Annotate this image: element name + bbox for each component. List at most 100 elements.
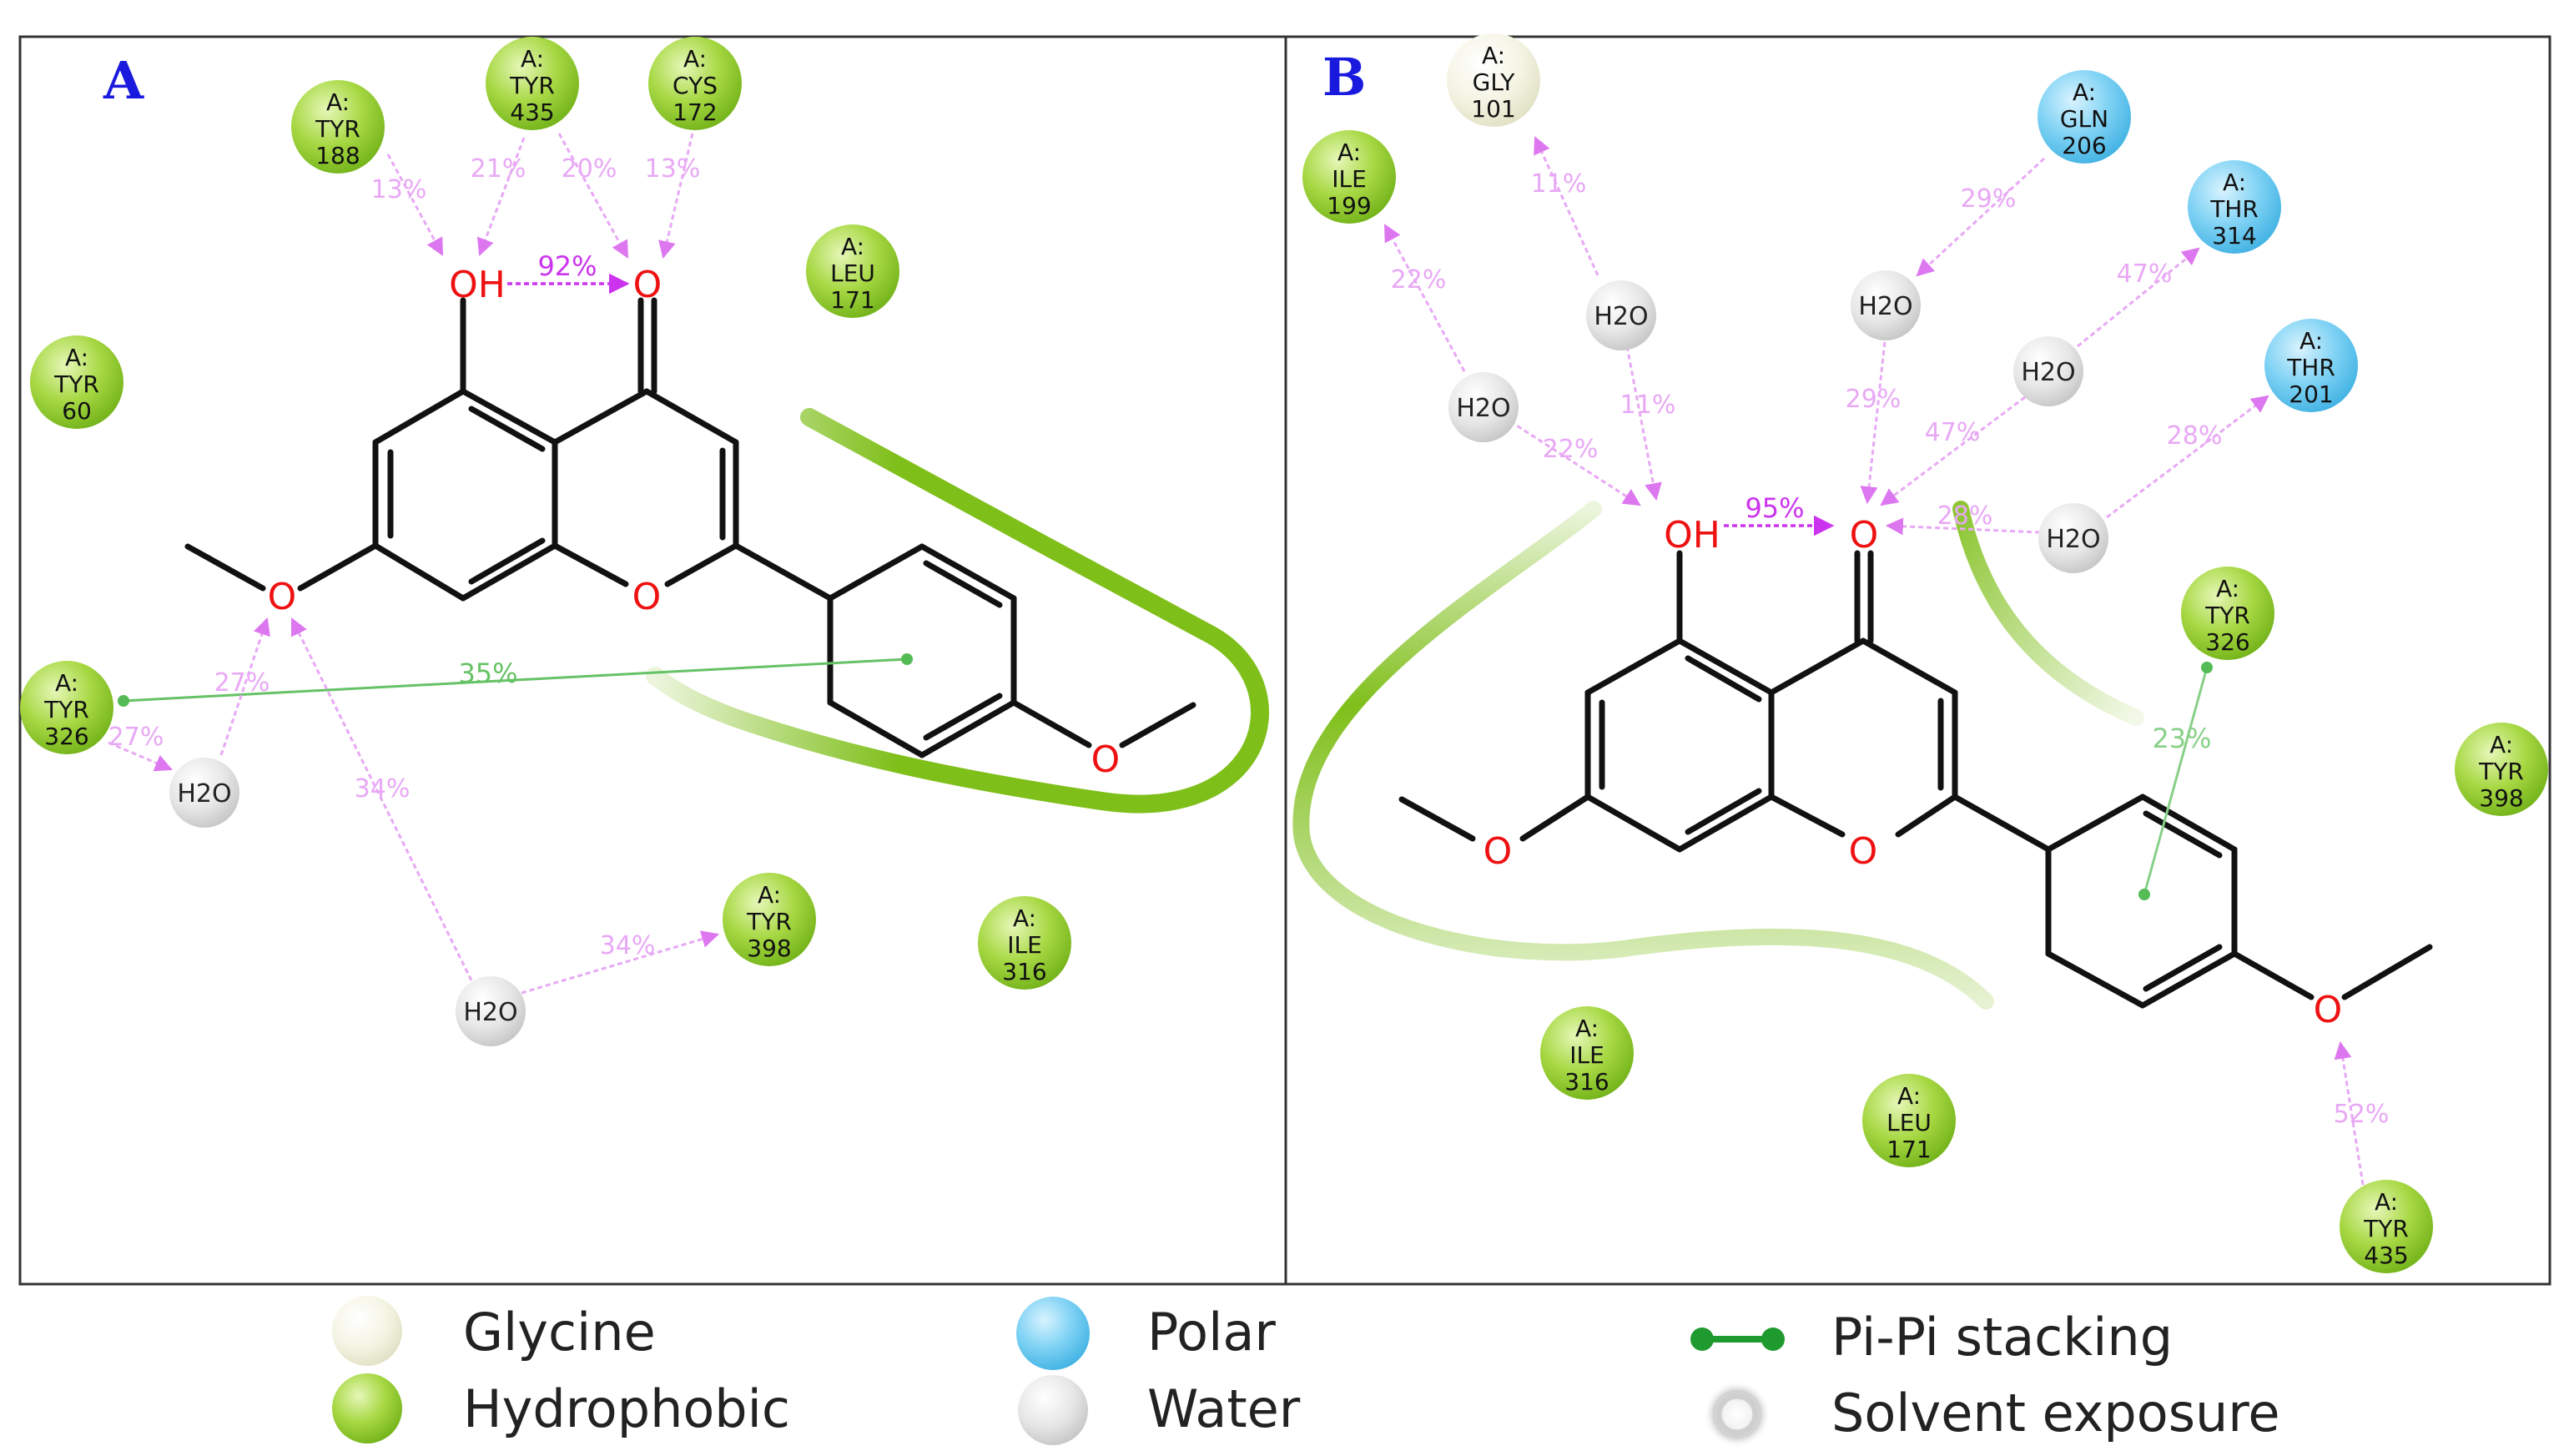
svg-text:A:: A: [65,344,88,371]
svg-text:TYR: TYR [2363,1215,2409,1242]
svg-text:ILE: ILE [1007,931,1042,959]
hbond-pct: 11% [1531,169,1587,199]
hbond-pct: 47% [1925,418,1981,447]
hbond-pct: 34% [600,931,656,960]
legend-item-pi-pi: Pi-Pi stacking [1690,1307,2173,1368]
water-node[interactable]: H2O [169,758,239,828]
pi-pi-line [123,657,908,703]
legend-label: Water [1147,1378,1301,1439]
svg-text:A:: A: [1013,904,1036,932]
svg-text:A:: A: [2375,1188,2398,1216]
hbond-line [521,930,720,995]
legend-swatch-glycine [332,1296,402,1366]
hbond-pct: 52% [2334,1100,2390,1129]
residue-node[interactable]: A: LEU 171 [806,224,899,318]
residue-node[interactable]: A: GLY 101 [1447,33,1540,127]
hbond-pct: 28% [1937,501,1993,531]
residue-node[interactable]: A: TYR 60 [30,335,123,429]
pocket-surface-a [646,408,1269,814]
legend-swatch-hydrophobic [332,1373,402,1443]
svg-text:171: 171 [830,286,874,314]
svg-text:A:: A: [841,233,864,260]
svg-text:A:: A: [2490,731,2513,758]
svg-text:TYR: TYR [315,115,360,143]
hbond-line [108,741,173,772]
legend-item-polar: Polar [1016,1297,1276,1370]
water-node[interactable]: H2O [456,976,526,1046]
svg-text:188: 188 [315,142,360,169]
legend-swatch-solvent [1704,1381,1771,1448]
residue-node[interactable]: A: ILE 316 [1540,1006,1634,1100]
ligand-a-oh: OH [449,264,506,306]
legend-label: Polar [1147,1302,1276,1363]
residue-node[interactable]: A: TYR 326 [20,661,113,754]
svg-text:314: 314 [2212,222,2256,249]
ligand-b-phenyl-o: O [2314,989,2343,1031]
residue-node[interactable]: A: TYR 188 [291,80,385,174]
svg-text:A:: A: [2216,575,2239,602]
water-node[interactable]: H2O [1586,280,1656,350]
residue-node[interactable]: A: TYR 435 [2340,1180,2433,1273]
residue-node[interactable]: A: TYR 398 [723,873,816,966]
svg-text:H2O: H2O [463,998,517,1027]
hbond-pct: 22% [1543,435,1599,464]
legend-label: Glycine [463,1302,656,1363]
panel-frames [18,35,2551,1286]
ligand-a-ring-o: O [632,576,662,618]
water-node[interactable]: H2O [2038,503,2108,573]
svg-text:172: 172 [672,98,717,126]
svg-text:326: 326 [2205,628,2249,656]
legend-item-glycine: Glycine [332,1296,656,1366]
legend-swatch-pi-pi-end [1690,1328,1714,1351]
hbond-pct: 28% [2167,421,2223,451]
svg-text:A:: A: [55,669,78,697]
svg-text:H2O: H2O [1456,394,1510,423]
svg-text:TYR: TYR [2204,602,2250,629]
svg-text:435: 435 [510,98,554,126]
water-node[interactable]: H2O [2013,336,2083,406]
ligand-b-carbonyl-o: O [1850,514,1879,557]
water-node[interactable]: H2O [1448,372,1519,442]
hbond-pct: 95% [1745,492,1804,524]
residue-node[interactable]: A: GLN 206 [2038,70,2131,164]
ligand-b [1398,550,2433,1009]
hbond-line [2077,247,2200,348]
svg-text:H2O: H2O [2021,358,2075,387]
panel-a: A [20,37,1269,1046]
residue-node[interactable]: A: CYS 172 [648,37,742,130]
ligand-a-carbonyl-o: O [633,264,662,306]
svg-text:H2O: H2O [2046,525,2100,554]
residue-node[interactable]: A: TYR 435 [486,37,579,130]
ligand-b-oh: OH [1664,514,1720,557]
residue-node[interactable]: A: LEU 171 [1862,1074,1956,1167]
svg-text:A:: A: [1897,1082,1921,1110]
residue-node[interactable]: A: THR 314 [2188,160,2281,254]
hbond-line [1383,224,1466,372]
hbond-pct: 13% [371,175,427,204]
legend: Glycine Hydrophobic Polar Water Pi-Pi st… [332,1296,2280,1448]
svg-text:ILE: ILE [1332,165,1367,193]
svg-text:398: 398 [2479,784,2523,812]
svg-text:H2O: H2O [1594,302,1648,331]
svg-text:171: 171 [1886,1136,1931,1163]
hbond-line [476,137,526,256]
hbond-line [2334,1040,2365,1186]
hbond-pct: 27% [214,668,270,698]
residue-node[interactable]: A: TYR 398 [2455,723,2548,816]
interactions-a: 13% 21% 20% 13% 92% 35% 27% 27% 34% 34% [108,133,913,995]
residue-node[interactable]: A: TYR 326 [2181,567,2274,660]
water-node[interactable]: H2O [1851,270,1921,340]
svg-text:101: 101 [1471,95,1515,123]
svg-text:TYR: TYR [2478,758,2524,785]
svg-text:A:: A: [1482,42,1505,69]
svg-text:THR: THR [2209,195,2259,223]
residue-node[interactable]: A: ILE 199 [1302,130,1396,224]
pocket-surface-b-left [1292,501,1994,1010]
svg-text:TYR: TYR [53,370,99,398]
residue-node[interactable]: A: ILE 316 [978,896,1071,990]
residue-node[interactable]: A: THR 201 [2264,319,2358,412]
hbond-line [290,617,473,981]
svg-text:CYS: CYS [672,72,718,99]
svg-text:GLN: GLN [2060,105,2108,133]
